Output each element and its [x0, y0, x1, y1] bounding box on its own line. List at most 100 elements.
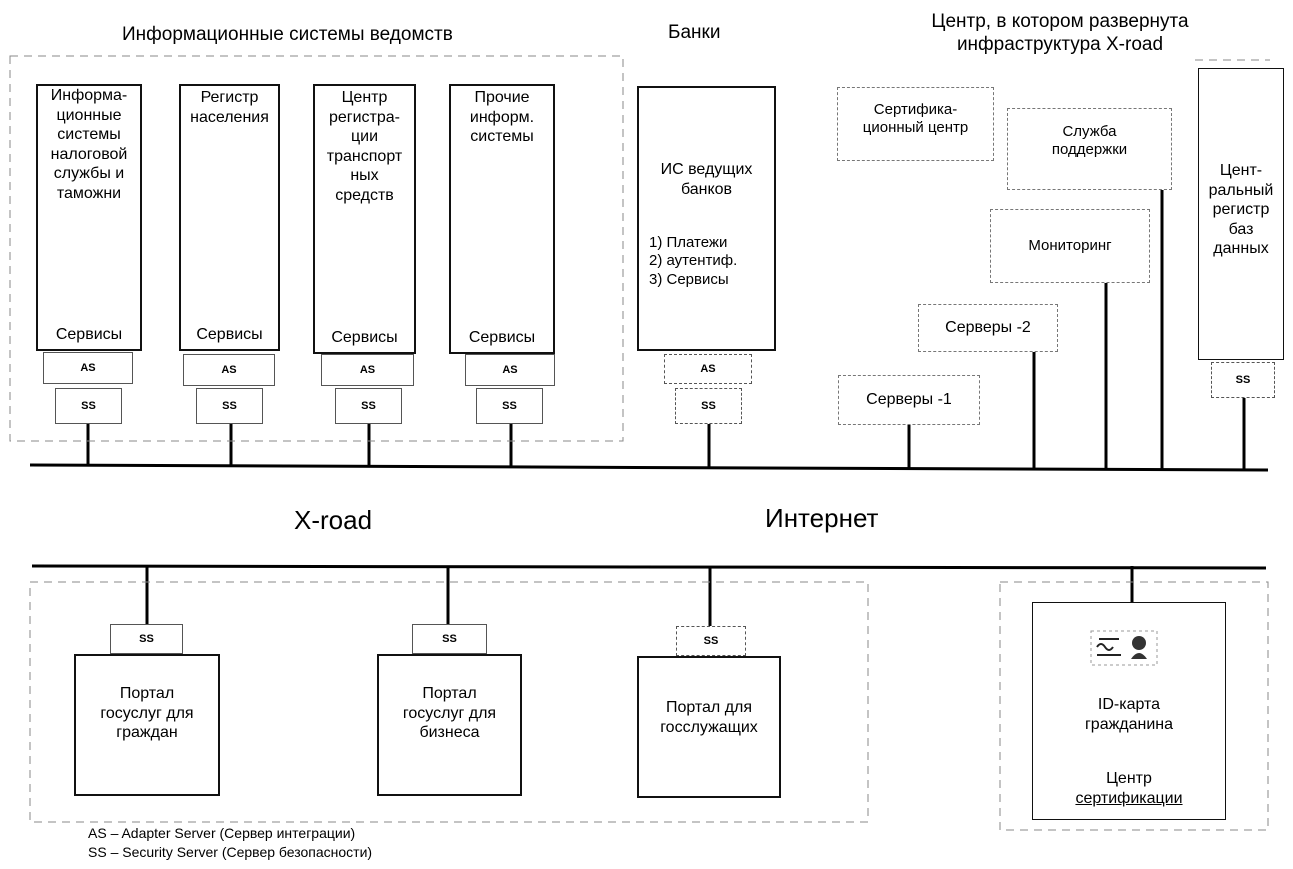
text-line: ID-карта — [1097, 696, 1161, 713]
text-line: банков — [680, 180, 733, 198]
text-line: данных — [1213, 240, 1269, 258]
as-server: AS — [183, 354, 275, 386]
internet-label: Интернет — [765, 503, 879, 533]
monitoring-box: Мониторинг — [990, 209, 1150, 283]
ss-label: SS — [222, 400, 237, 412]
text-line: гражданина — [1084, 715, 1174, 733]
ss-server: SS — [110, 624, 183, 654]
portal-civil-servants: Портал для госслужащих — [637, 656, 781, 798]
as-server: AS — [664, 354, 752, 384]
internet-bus — [31, 564, 1267, 570]
text-line: регистра- — [328, 108, 401, 126]
portals-group-border — [29, 581, 869, 823]
ss-label: SS — [139, 633, 154, 645]
text-line: бизнеса — [419, 724, 480, 742]
servers-1-box: Серверы -1 — [838, 375, 980, 425]
cert-center-label: Сертифика- ционный центр — [838, 101, 993, 138]
text-line: ИС ведущих — [660, 161, 753, 178]
agency-box-vehicle-registration: Центр регистра- ции транспорт ных средст… — [313, 84, 416, 354]
text-line: граждан — [116, 724, 178, 742]
text-line: госуслуг для — [402, 704, 497, 722]
text-line: госслужащих — [660, 718, 758, 736]
text-line: регистр — [1212, 201, 1270, 219]
services-label: Сервисы — [331, 329, 398, 347]
agency-box-label: Информа- ционные системы налоговой служб… — [38, 86, 140, 203]
as-label: AS — [359, 364, 376, 376]
ss-label: SS — [502, 400, 517, 412]
text-line: Регистр — [200, 89, 259, 106]
text-line: ных — [350, 167, 379, 185]
bank-box-label: ИС ведущих банков — [639, 160, 774, 199]
agency-box-population-register: Регистр населения Сервисы — [179, 84, 280, 351]
text-line: Портал — [422, 685, 477, 702]
agencies-header: Информационные системы ведомств — [122, 24, 453, 45]
id-card-label: ID-карта гражданина — [1033, 695, 1225, 734]
list-item: 2) аутентиф. — [649, 252, 738, 270]
services-label: Сервисы — [468, 329, 536, 347]
portal-business: Портал госуслуг для бизнеса — [377, 654, 522, 796]
text-line: Центр — [1106, 770, 1152, 787]
text-line: таможни — [56, 184, 122, 202]
text-line: транспорт — [326, 147, 403, 165]
as-label: AS — [80, 362, 96, 374]
as-label: AS — [502, 364, 518, 376]
agency-box-label: Прочие информ. системы — [451, 88, 553, 147]
cert-center-label: Центр сертификации — [1033, 769, 1225, 808]
text-line: баз — [1228, 220, 1254, 238]
agency-box-label: Регистр населения — [181, 88, 278, 127]
text-line: средств — [335, 186, 394, 204]
as-label: AS — [700, 363, 716, 375]
list-item: 1) Платежи — [649, 234, 728, 251]
ss-label: SS — [81, 400, 96, 412]
text-line: системы — [470, 128, 534, 146]
as-server: AS — [465, 354, 555, 386]
ss-server: SS — [55, 388, 122, 424]
text-line: Цент- — [1219, 162, 1263, 179]
ss-server: SS — [412, 624, 487, 654]
text-line: Центр — [341, 89, 388, 106]
center-header-line-1: Центр, в котором развернута — [931, 11, 1189, 32]
agency-box-other-systems: Прочие информ. системы Сервисы — [449, 84, 555, 354]
ss-label: SS — [442, 633, 457, 645]
central-registry-label: Цент- ральный регистр баз данных — [1199, 161, 1283, 259]
agency-box-tax-customs: Информа- ционные системы налоговой служб… — [36, 84, 142, 351]
portal-label: Портал госуслуг для граждан — [76, 684, 218, 743]
ss-server: SS — [676, 626, 746, 656]
ss-server: SS — [196, 388, 263, 424]
servers-2-box: Серверы -2 — [918, 304, 1058, 352]
central-registry-box: Цент- ральный регистр баз данных — [1198, 68, 1284, 360]
ss-label: SS — [1235, 374, 1251, 386]
list-item: 3) Сервисы — [649, 270, 729, 288]
text-line: Информа- — [50, 87, 128, 104]
text-line: сертификации — [1075, 789, 1183, 807]
ss-label: SS — [701, 400, 716, 412]
bank-box: ИС ведущих банков 1) Платежи 2) аутентиф… — [637, 86, 776, 351]
ss-server: SS — [1211, 362, 1275, 398]
text-line: Прочие — [474, 89, 530, 106]
monitoring-label: Мониторинг — [1028, 237, 1112, 254]
text-line: Портал для — [665, 699, 753, 716]
cert-center-box: Сертифика- ционный центр — [837, 87, 994, 161]
portal-label: Портал для госслужащих — [639, 698, 779, 737]
support-label: Служба поддержки — [1008, 123, 1171, 160]
text-line: Служба — [1062, 123, 1117, 140]
text-line: налоговой — [50, 145, 128, 163]
idcard-group-border — [999, 581, 1269, 831]
ss-server: SS — [335, 388, 402, 424]
ss-label: SS — [703, 635, 719, 647]
id-card-icon — [1089, 625, 1159, 669]
text-line: Сертифика- — [873, 101, 958, 118]
text-line: службы и — [53, 165, 125, 183]
bank-services-list: 1) Платежи 2) аутентиф. 3) Сервисы — [649, 234, 774, 289]
ss-label: SS — [361, 400, 376, 412]
legend-as: AS – Adapter Server (Сервер интеграции) — [88, 825, 356, 841]
services-label: Сервисы — [55, 326, 123, 344]
portal-citizens: Портал госуслуг для граждан — [74, 654, 220, 796]
xroad-bus — [29, 463, 1269, 472]
text-line: поддержки — [1051, 141, 1128, 159]
text-line: информ. — [469, 108, 535, 126]
agencies-group-border — [9, 55, 624, 442]
text-line: Портал — [119, 685, 175, 702]
banks-header: Банки — [668, 22, 721, 43]
